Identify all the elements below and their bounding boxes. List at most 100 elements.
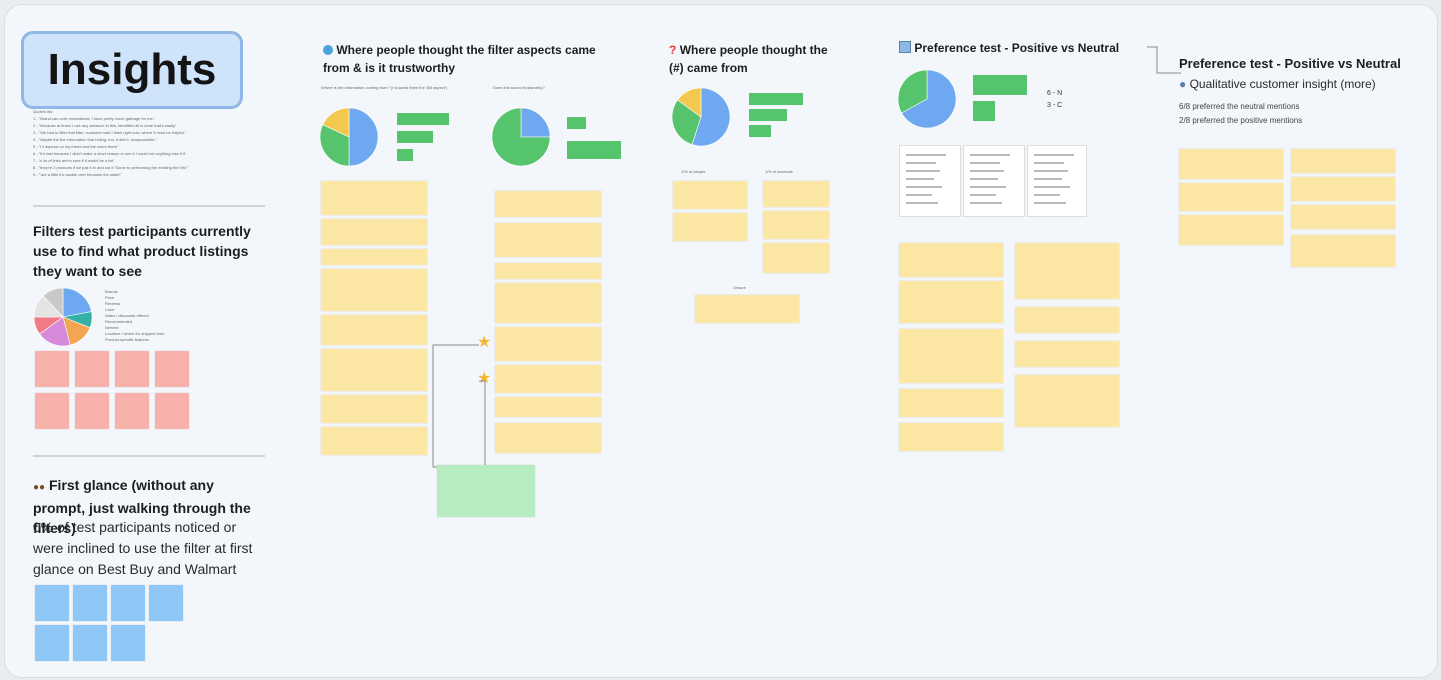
pie-slice xyxy=(42,287,64,318)
sticky-note[interactable] xyxy=(155,351,189,387)
legend-item: Product-specific features xyxy=(105,337,150,342)
speech-bubble-icon: ● xyxy=(1179,77,1187,91)
sticky-note[interactable] xyxy=(321,181,427,215)
legend-item: Brands xyxy=(105,289,118,294)
sticky-note[interactable] xyxy=(495,223,601,257)
sticky-note[interactable] xyxy=(763,181,829,207)
sticky-note[interactable] xyxy=(495,263,601,279)
sticky-note[interactable] xyxy=(155,393,189,429)
filters-pie-chart xyxy=(33,287,93,347)
sticky-note[interactable] xyxy=(437,465,535,517)
bar xyxy=(749,93,803,105)
sticky-note[interactable] xyxy=(75,393,109,429)
group-label: 1/% of people xyxy=(681,169,706,174)
sticky-note[interactable] xyxy=(321,249,427,265)
preference-pie-chart xyxy=(897,69,957,129)
sticky-note[interactable] xyxy=(899,423,1003,451)
quote-item: 6 - "It's fast because I didn't make a s… xyxy=(33,151,186,156)
sticky-note[interactable] xyxy=(763,243,829,273)
pie-slice xyxy=(322,107,350,138)
count-pie-chart xyxy=(671,87,731,147)
screenshot-thumbnail[interactable] xyxy=(899,145,961,217)
question-label: Does this sound trustworthy? xyxy=(493,85,545,90)
quote-item: 9 - "'are a little it's usable over beca… xyxy=(33,172,122,177)
sticky-note[interactable] xyxy=(763,211,829,239)
sticky-note[interactable] xyxy=(1291,149,1395,173)
sticky-note[interactable] xyxy=(115,393,149,429)
sticky-note[interactable] xyxy=(899,243,1003,277)
filter-section-title: Where people thought the filter aspects … xyxy=(323,41,613,77)
count-section-title: ? Where people thought the (#) came from xyxy=(669,41,839,77)
legend-item: Location / where it's shipped from xyxy=(105,331,165,336)
sticky-note[interactable] xyxy=(1179,215,1283,245)
group-label: 1/% of products xyxy=(765,169,793,174)
qualitative-subtitle-text: Qualitative customer insight (more) xyxy=(1189,77,1376,91)
sticky-note[interactable] xyxy=(899,329,1003,383)
preference-section-title: Preference test - Positive vs Neutral xyxy=(899,39,1159,57)
sticky-note[interactable] xyxy=(149,585,183,621)
sticky-note[interactable] xyxy=(115,351,149,387)
sticky-note[interactable] xyxy=(899,389,1003,417)
qualitative-title: Preference test - Positive vs Neutral xyxy=(1179,56,1401,71)
pie-slice xyxy=(897,69,928,114)
screenshot-thumbnail[interactable] xyxy=(963,145,1025,217)
sticky-note[interactable] xyxy=(73,585,107,621)
sticky-note[interactable] xyxy=(495,327,601,361)
screenshot-thumbnail[interactable] xyxy=(1027,145,1087,217)
sticky-note[interactable] xyxy=(695,295,799,323)
sticky-note[interactable] xyxy=(495,191,601,217)
globe-icon xyxy=(323,45,333,55)
qualitative-line: 6/8 preferred the neutral mentions xyxy=(1179,102,1300,111)
pie-slice xyxy=(348,107,379,167)
sticky-note[interactable] xyxy=(495,365,601,393)
sticky-note[interactable] xyxy=(1015,341,1119,367)
sticky-note[interactable] xyxy=(1291,235,1395,267)
insights-title[interactable]: Insights xyxy=(21,31,243,109)
sticky-note[interactable] xyxy=(495,283,601,323)
pie-slice xyxy=(691,87,731,147)
sticky-note[interactable] xyxy=(495,397,601,417)
sticky-note[interactable] xyxy=(673,213,747,241)
sticky-note[interactable] xyxy=(321,315,427,345)
sticky-note[interactable] xyxy=(111,585,145,621)
qualitative-line: 2/8 preferred the positive mentions xyxy=(1179,116,1303,125)
preference-stat: 6 - N xyxy=(1047,90,1063,97)
filter-section-title-text: Where people thought the filter aspects … xyxy=(323,43,596,75)
sticky-note[interactable] xyxy=(321,269,427,311)
sticky-note[interactable] xyxy=(35,393,69,429)
sticky-note[interactable] xyxy=(321,395,427,423)
sticky-note[interactable] xyxy=(1179,183,1283,211)
sticky-note[interactable] xyxy=(321,219,427,245)
q2-pie-chart xyxy=(491,107,551,167)
sticky-note[interactable] xyxy=(35,351,69,387)
quote-item: 2 - "Because at times I use any advance … xyxy=(33,123,177,128)
quote-item: 1 - "Brand can curb recreational, I have… xyxy=(33,116,156,121)
whiteboard-canvas[interactable]: Insights Quotes list: 1 - "Brand can cur… xyxy=(4,4,1438,678)
sticky-note[interactable] xyxy=(495,423,601,453)
first-glance-heading-text: First glance (without any prompt, just w… xyxy=(33,477,251,536)
sticky-note[interactable] xyxy=(1015,243,1119,299)
pie-slice xyxy=(671,99,702,145)
sticky-note[interactable] xyxy=(899,281,1003,323)
bar xyxy=(567,141,621,159)
sticky-note[interactable] xyxy=(321,349,427,391)
pie-slice xyxy=(491,107,551,167)
first-glance-body: 0% of test participants noticed or were … xyxy=(33,519,253,577)
eyes-icon: ●● xyxy=(33,482,46,493)
sticky-note[interactable] xyxy=(1291,205,1395,229)
sticky-note[interactable] xyxy=(321,427,427,455)
bar xyxy=(973,75,1027,95)
legend-item: Recommended xyxy=(105,319,133,324)
legend-item: Color xyxy=(105,307,115,312)
sticky-note[interactable] xyxy=(1015,307,1119,333)
sticky-note[interactable] xyxy=(1179,149,1283,179)
sticky-note[interactable] xyxy=(35,585,69,621)
sticky-note[interactable] xyxy=(73,625,107,661)
sticky-note[interactable] xyxy=(111,625,145,661)
sticky-note[interactable] xyxy=(1291,177,1395,201)
sticky-note[interactable] xyxy=(75,351,109,387)
sticky-note[interactable] xyxy=(35,625,69,661)
bar xyxy=(749,109,787,121)
sticky-note[interactable] xyxy=(1015,375,1119,427)
sticky-note[interactable] xyxy=(673,181,747,209)
